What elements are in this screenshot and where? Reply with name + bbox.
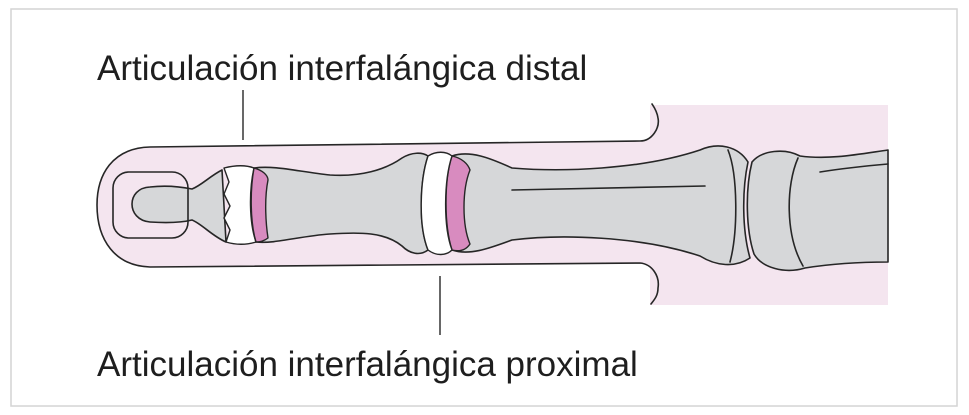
proximal-joint-label: Articulación interfalángica proximal bbox=[97, 345, 638, 384]
metacarpal bbox=[747, 150, 888, 270]
dip-cartilage bbox=[251, 168, 268, 242]
distal-joint-label: Articulación interfalángica distal bbox=[97, 49, 587, 88]
